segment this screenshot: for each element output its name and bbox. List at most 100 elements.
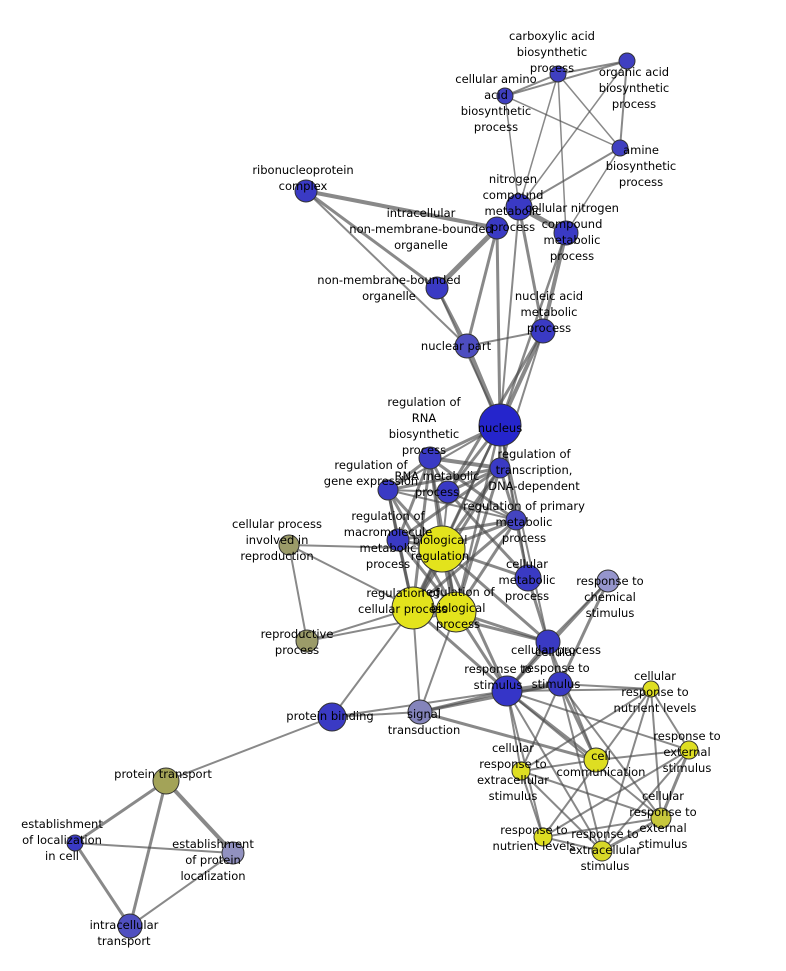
edge-cellular_response_to_external_stimulus--response_to_extracellular_stimulus[interactable] bbox=[600, 816, 663, 853]
edge-response_to_external_stimulus--cellular_response_to_external_stimulus[interactable] bbox=[659, 748, 691, 820]
edge-nucleus--regulation_of_gene_expression[interactable] bbox=[387, 424, 501, 491]
edge-regulation_of_cellular_process--cellular_process[interactable] bbox=[411, 606, 550, 644]
node-reproductive_process[interactable] bbox=[295, 629, 319, 653]
edge-ribonucleoprotein_complex--intracellular_non_membrane_bounded_organelle[interactable] bbox=[304, 189, 499, 230]
edge-cellular_response_to_stimulus--cellular_response_to_extracellular_stimulus[interactable] bbox=[520, 683, 561, 772]
edge-cellular_amino_acid_biosynthetic_process--nitrogen_compound_metabolic_process[interactable] bbox=[504, 95, 520, 208]
node-cellular_response_to_extracellular_stimulus[interactable] bbox=[511, 761, 531, 781]
edge-cellular_response_to_nutrient_levels--cellular_response_to_external_stimulus[interactable] bbox=[650, 688, 662, 819]
edge-signal_transduction--cell_communication[interactable] bbox=[418, 710, 598, 762]
edge-response_to_external_stimulus--response_to_extracellular_stimulus[interactable] bbox=[601, 749, 690, 852]
edge-nitrogen_compound_metabolic_process--nucleus[interactable] bbox=[499, 206, 520, 426]
edge-organic_acid_biosynthetic_process--cellular_amino_acid_biosynthetic_process[interactable] bbox=[504, 60, 628, 97]
edge-cellular_nitrogen_compound_metabolic_process--nucleic_acid_metabolic_process[interactable] bbox=[541, 231, 568, 333]
edge-carboxylic_acid_biosynthetic_process--amine_biosynthetic_process[interactable] bbox=[557, 73, 621, 149]
edge-regulation_of_cellular_process--protein_binding[interactable] bbox=[331, 607, 414, 718]
edge-nucleus--regulation_of_biological_process[interactable] bbox=[454, 423, 502, 614]
edge-cellular_response_to_nutrient_levels--response_to_external_stimulus[interactable] bbox=[650, 688, 690, 751]
node-biological_regulation[interactable] bbox=[418, 525, 466, 573]
edge-establishment_of_localization_in_cell--intracellular_transport[interactable] bbox=[73, 841, 132, 928]
node-protein_binding[interactable] bbox=[317, 702, 347, 732]
node-nucleic_acid_metabolic_process[interactable] bbox=[530, 318, 556, 344]
edge-response_to_stimulus--cellular_response_to_external_stimulus[interactable] bbox=[506, 690, 662, 819]
edge-cellular_response_to_extracellular_stimulus--response_to_nutrient_levels[interactable] bbox=[520, 770, 544, 838]
node-regulation_of_biological_process[interactable] bbox=[435, 591, 477, 633]
edge-response_to_stimulus--cellular_response_to_nutrient_levels[interactable] bbox=[506, 688, 652, 692]
edge-intracellular_non_membrane_bounded_organelle--nucleus[interactable] bbox=[495, 226, 502, 427]
edge-amine_biosynthetic_process--cellular_nitrogen_compound_metabolic_process[interactable] bbox=[565, 147, 621, 234]
edge-nucleic_acid_metabolic_process--nuclear_part[interactable] bbox=[466, 330, 544, 347]
edge-response_to_external_stimulus--response_to_nutrient_levels[interactable] bbox=[542, 749, 690, 838]
edge-rna_metabolic_process--regulation_of_primary_metabolic_process[interactable] bbox=[447, 491, 517, 521]
edge-protein_binding--protein_transport[interactable] bbox=[165, 716, 333, 782]
edge-regulation_of_transcription_dna_dependent--regulation_of_gene_expression[interactable] bbox=[386, 466, 502, 492]
edge-cellular_response_to_stimulus--cellular_response_to_external_stimulus[interactable] bbox=[559, 683, 662, 819]
node-signal_transduction[interactable] bbox=[407, 699, 433, 725]
edge-amine_biosynthetic_process--nitrogen_compound_metabolic_process[interactable] bbox=[518, 147, 621, 208]
node-nuclear_part[interactable] bbox=[454, 333, 480, 359]
edge-regulation_of_transcription_dna_dependent--regulation_of_biological_process[interactable] bbox=[454, 466, 502, 614]
edge-organic_acid_biosynthetic_process--amine_biosynthetic_process[interactable] bbox=[619, 60, 628, 149]
node-cellular_response_to_stimulus[interactable] bbox=[547, 671, 573, 697]
edge-intracellular_non_membrane_bounded_organelle--non_membrane_bounded_organelle[interactable] bbox=[434, 225, 500, 291]
edge-cellular_process_involved_in_reproduction--biological_regulation[interactable] bbox=[288, 544, 443, 550]
edge-cellular_response_to_stimulus--response_to_chemical_stimulus[interactable] bbox=[558, 579, 610, 686]
node-cellular_amino_acid_biosynthetic_process[interactable] bbox=[496, 87, 514, 105]
node-carboxylic_acid_biosynthetic_process[interactable] bbox=[549, 65, 567, 83]
edge-intracellular_non_membrane_bounded_organelle--nuclear_part[interactable] bbox=[465, 226, 499, 348]
edge-cellular_response_to_extracellular_stimulus--response_to_extracellular_stimulus[interactable] bbox=[520, 770, 603, 852]
node-response_to_chemical_stimulus[interactable] bbox=[596, 569, 620, 593]
edge-response_to_nutrient_levels--cellular_response_to_external_stimulus[interactable] bbox=[542, 817, 662, 838]
edge-ribonucleoprotein_complex--nuclear_part[interactable] bbox=[305, 190, 468, 347]
node-ribonucleoprotein_complex[interactable] bbox=[294, 179, 318, 203]
edge-cellular_process_involved_in_reproduction--regulation_of_cellular_process[interactable] bbox=[288, 544, 414, 609]
node-establishment_of_protein_localization[interactable] bbox=[221, 841, 245, 865]
node-regulation_of_macromolecule_metabolic_process[interactable] bbox=[386, 528, 410, 552]
edge-protein_transport--establishment_of_localization_in_cell[interactable] bbox=[73, 779, 168, 845]
edge-cellular_process_involved_in_reproduction--reproductive_process[interactable] bbox=[288, 544, 308, 642]
node-regulation_of_rna_biosynthetic_process[interactable] bbox=[418, 446, 442, 470]
node-response_to_extracellular_stimulus[interactable] bbox=[591, 840, 613, 862]
node-organic_acid_biosynthetic_process[interactable] bbox=[618, 52, 636, 70]
node-amine_biosynthetic_process[interactable] bbox=[611, 139, 629, 157]
edge-regulation_of_rna_biosynthetic_process--regulation_of_macromolecule_metabolic_process[interactable] bbox=[396, 456, 432, 542]
edge-rna_metabolic_process--cellular_metabolic_process[interactable] bbox=[446, 490, 530, 580]
node-cell_communication[interactable] bbox=[583, 747, 609, 773]
edge-cellular_response_to_nutrient_levels--cellular_response_to_extracellular_stimulus[interactable] bbox=[520, 688, 652, 772]
edge-regulation_of_gene_expression--regulation_of_primary_metabolic_process[interactable] bbox=[387, 489, 517, 521]
edge-cellular_response_to_nutrient_levels--response_to_extracellular_stimulus[interactable] bbox=[601, 688, 652, 852]
node-nucleus[interactable] bbox=[478, 403, 522, 447]
node-cellular_metabolic_process[interactable] bbox=[514, 564, 542, 592]
node-non_membrane_bounded_organelle[interactable] bbox=[425, 276, 449, 300]
node-regulation_of_cellular_process[interactable] bbox=[391, 586, 435, 630]
edge-regulation_of_primary_metabolic_process--regulation_of_cellular_process[interactable] bbox=[411, 518, 518, 610]
edge-cell_communication--response_to_external_stimulus[interactable] bbox=[595, 749, 690, 761]
edge-carboxylic_acid_biosynthetic_process--cellular_nitrogen_compound_metabolic_process[interactable] bbox=[557, 73, 567, 234]
edge-regulation_of_rna_biosynthetic_process--regulation_of_transcription_dna_dependent[interactable] bbox=[428, 456, 502, 470]
node-regulation_of_primary_metabolic_process[interactable] bbox=[505, 509, 527, 531]
edge-response_to_stimulus--response_to_extracellular_stimulus[interactable] bbox=[506, 690, 603, 852]
node-response_to_external_stimulus[interactable] bbox=[679, 740, 699, 760]
edge-organic_acid_biosynthetic_process--nitrogen_compound_metabolic_process[interactable] bbox=[518, 60, 628, 208]
node-response_to_nutrient_levels[interactable] bbox=[533, 827, 553, 847]
edge-carboxylic_acid_biosynthetic_process--nitrogen_compound_metabolic_process[interactable] bbox=[518, 73, 559, 208]
node-cellular_nitrogen_compound_metabolic_process[interactable] bbox=[553, 220, 579, 246]
edge-biological_regulation--cellular_process[interactable] bbox=[440, 547, 550, 644]
edge-protein_transport--intracellular_transport[interactable] bbox=[128, 779, 168, 928]
edge-protein_binding--signal_transduction[interactable] bbox=[331, 711, 421, 718]
node-regulation_of_gene_expression[interactable] bbox=[377, 479, 399, 501]
edge-establishment_of_protein_localization--intracellular_transport[interactable] bbox=[129, 852, 234, 927]
edge-cellular_response_to_stimulus--response_to_extracellular_stimulus[interactable] bbox=[559, 683, 603, 852]
node-cellular_process[interactable] bbox=[535, 629, 561, 655]
node-protein_transport[interactable] bbox=[152, 767, 180, 795]
edge-regulation_of_rna_biosynthetic_process--regulation_of_primary_metabolic_process[interactable] bbox=[428, 456, 518, 522]
node-intracellular_non_membrane_bounded_organelle[interactable] bbox=[485, 216, 509, 240]
node-cellular_response_to_external_stimulus[interactable] bbox=[650, 807, 672, 829]
node-rna_metabolic_process[interactable] bbox=[436, 480, 460, 504]
edge-cell_communication--cellular_response_to_extracellular_stimulus[interactable] bbox=[520, 759, 597, 772]
edge-protein_transport--establishment_of_protein_localization[interactable] bbox=[164, 779, 235, 855]
node-cellular_response_to_nutrient_levels[interactable] bbox=[642, 680, 660, 698]
edge-carboxylic_acid_biosynthetic_process--cellular_amino_acid_biosynthetic_process[interactable] bbox=[504, 73, 559, 97]
edge-establishment_of_localization_in_cell--establishment_of_protein_localization[interactable] bbox=[74, 842, 234, 854]
